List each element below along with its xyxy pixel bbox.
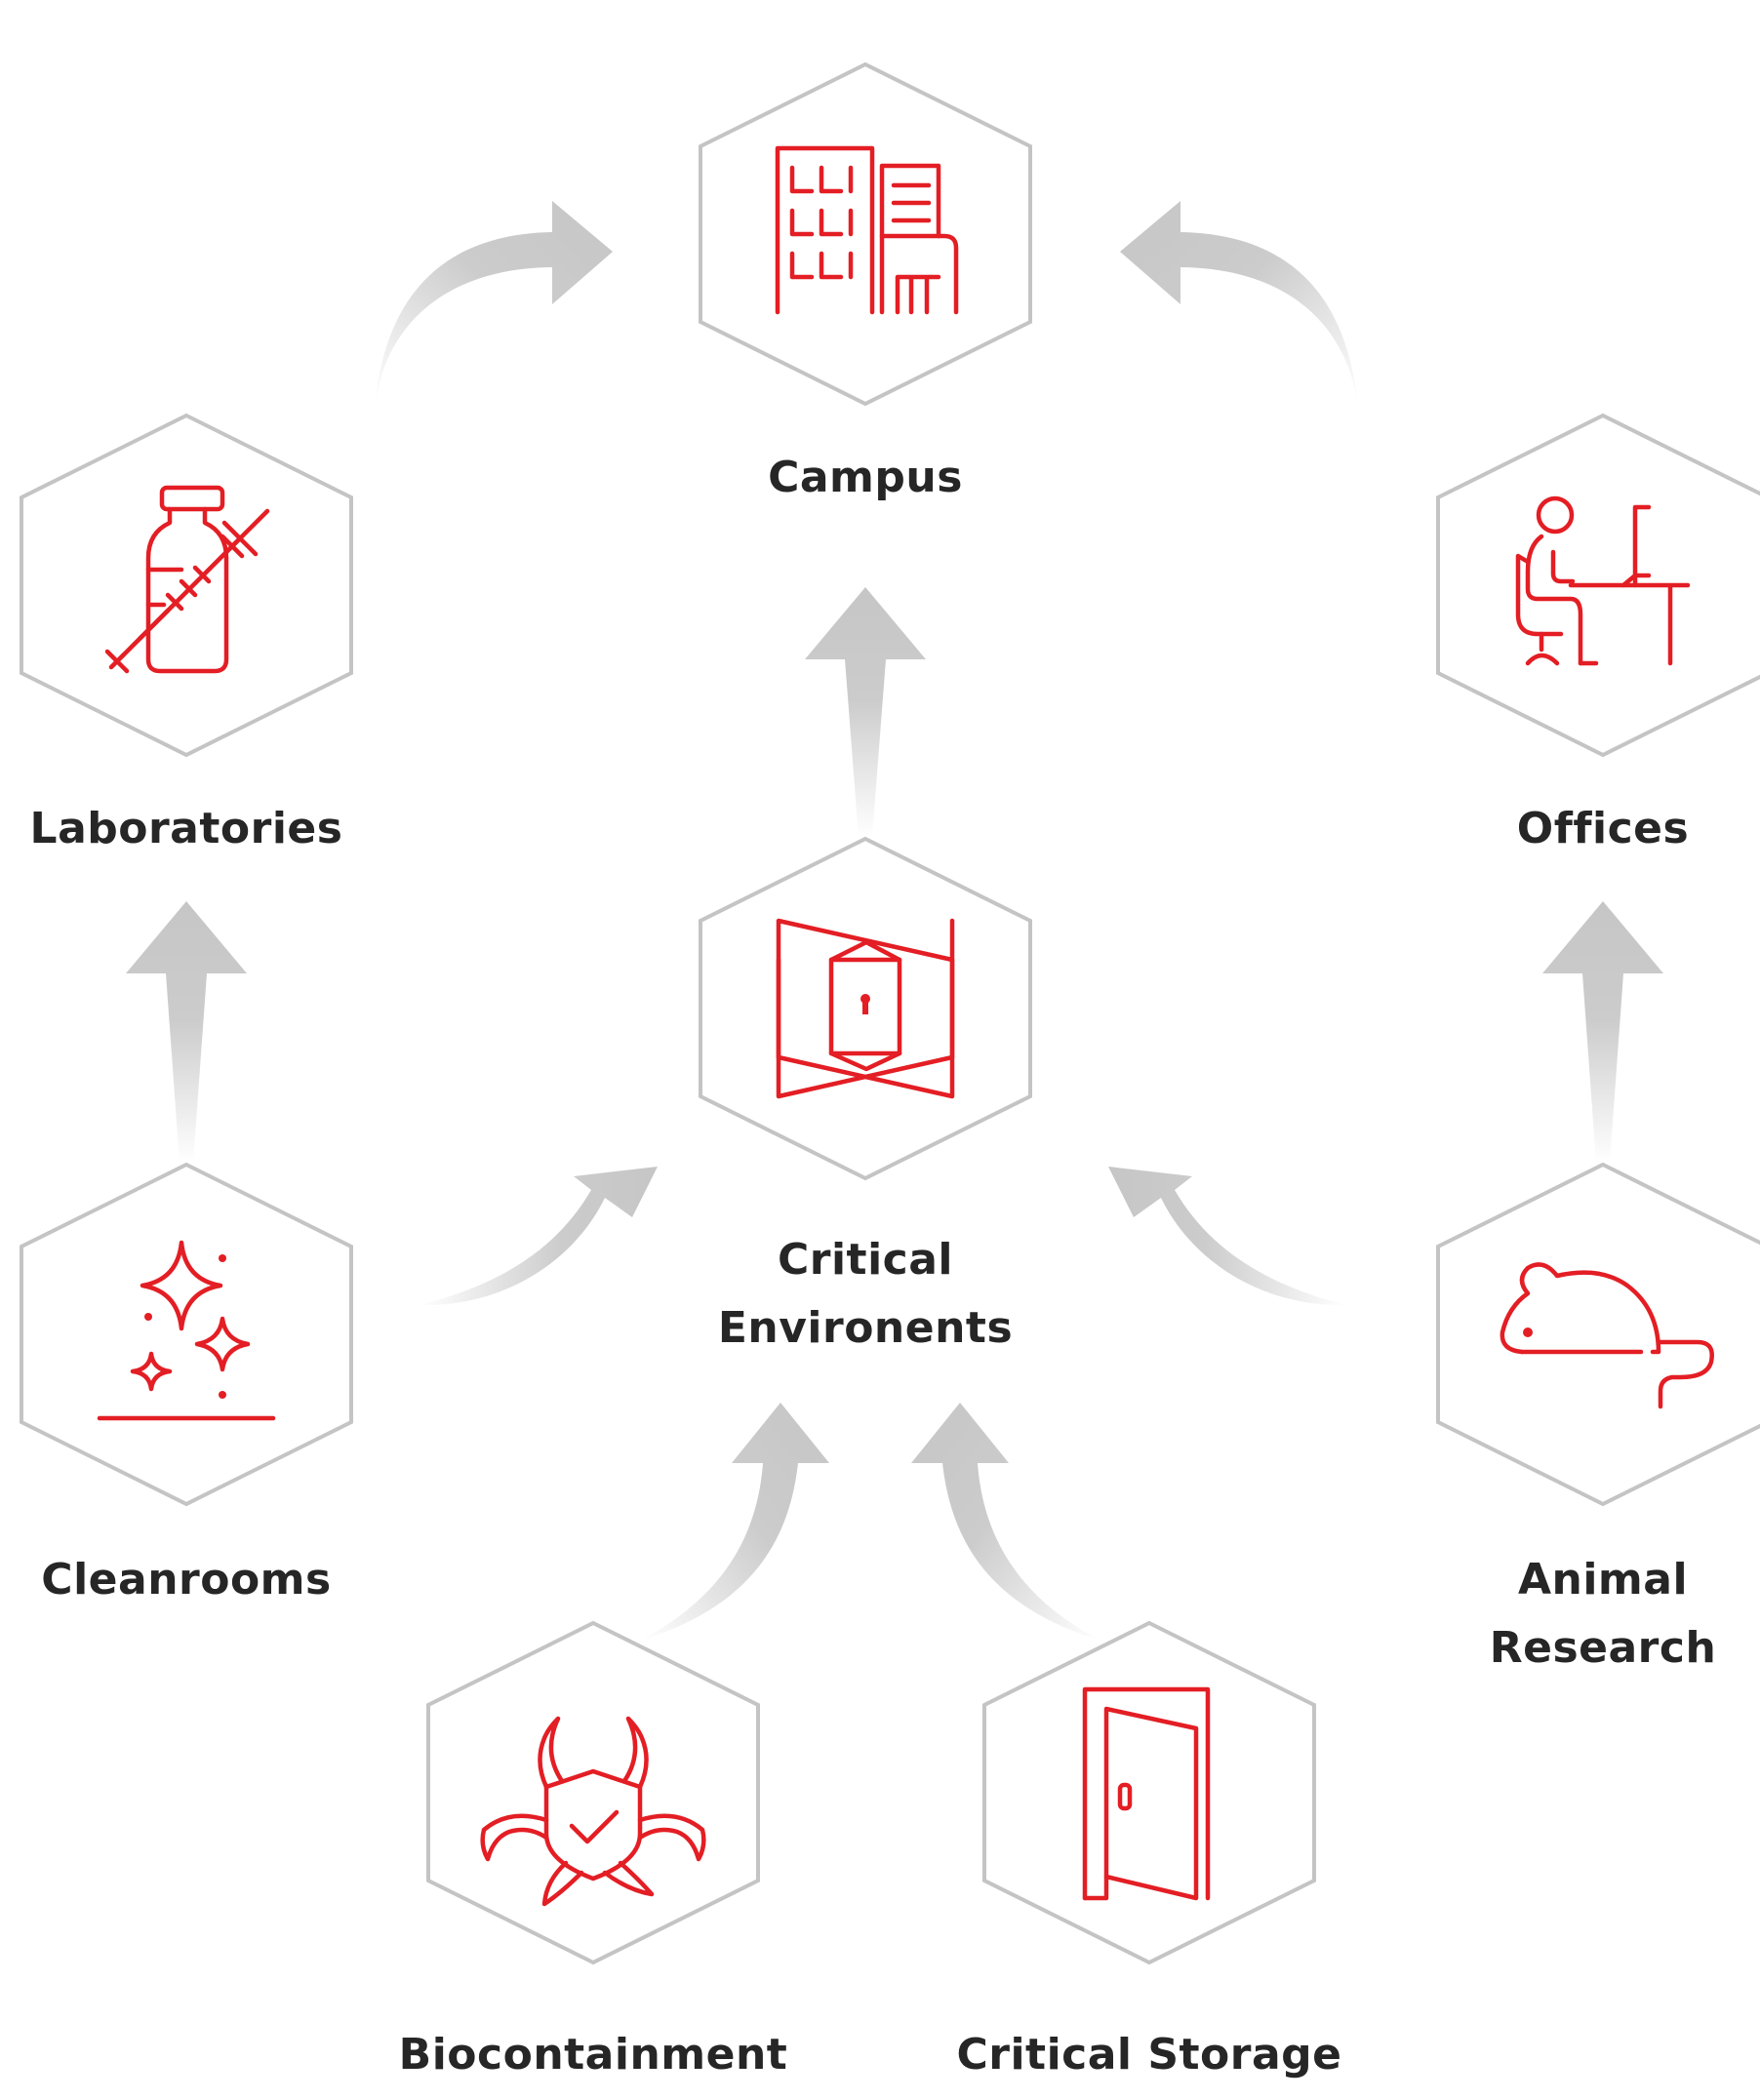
open-door-icon [1082, 1686, 1211, 1901]
vial-syringe-icon [104, 485, 270, 674]
keyhole-icon [860, 994, 870, 1014]
sparkle-icon [97, 1240, 276, 1421]
biohazard-shield-icon [480, 1716, 706, 1907]
laboratories-label: Laboratories [29, 804, 343, 853]
arrow-biocontainment-to-critical [640, 1403, 829, 1641]
arrow-cleanrooms-to-critical [420, 1167, 658, 1306]
biocontainment-label: Biocontainment [398, 2030, 788, 2080]
animal-research-label: Animal Research [1489, 1555, 1717, 1673]
cleanrooms-label: Cleanrooms [41, 1555, 332, 1605]
sparkle-dots-icon [144, 1254, 226, 1399]
hexagon-campus [699, 61, 1032, 407]
campus-label: Campus [768, 453, 963, 502]
hexagon-cleanrooms [20, 1162, 353, 1507]
mouse-eye-icon [1523, 1327, 1533, 1337]
arrow-critical-storage-to-critical [911, 1403, 1100, 1641]
offices-label: Offices [1516, 804, 1690, 853]
arrow-animal-research-to-critical [1108, 1167, 1346, 1306]
hexagon-animal-research [1436, 1162, 1760, 1507]
office-building-icon [775, 145, 959, 315]
hexagon-critical-storage [982, 1620, 1316, 1965]
critical-environments-label: Critical Environents [717, 1235, 1014, 1353]
hexagon-biocontainment [426, 1620, 760, 1965]
arrow-offices-to-campus [1120, 201, 1358, 410]
secure-door-icon [776, 918, 955, 1099]
arrow-cleanrooms-to-laboratories [126, 901, 247, 1163]
person-at-desk-icon [1515, 495, 1691, 666]
mouse-icon [1500, 1262, 1714, 1409]
arrow-laboratories-to-campus [375, 201, 613, 410]
arrow-critical-to-campus [805, 587, 926, 837]
critical-storage-label: Critical Storage [956, 2030, 1342, 2080]
arrow-animal-research-to-offices [1542, 901, 1663, 1163]
